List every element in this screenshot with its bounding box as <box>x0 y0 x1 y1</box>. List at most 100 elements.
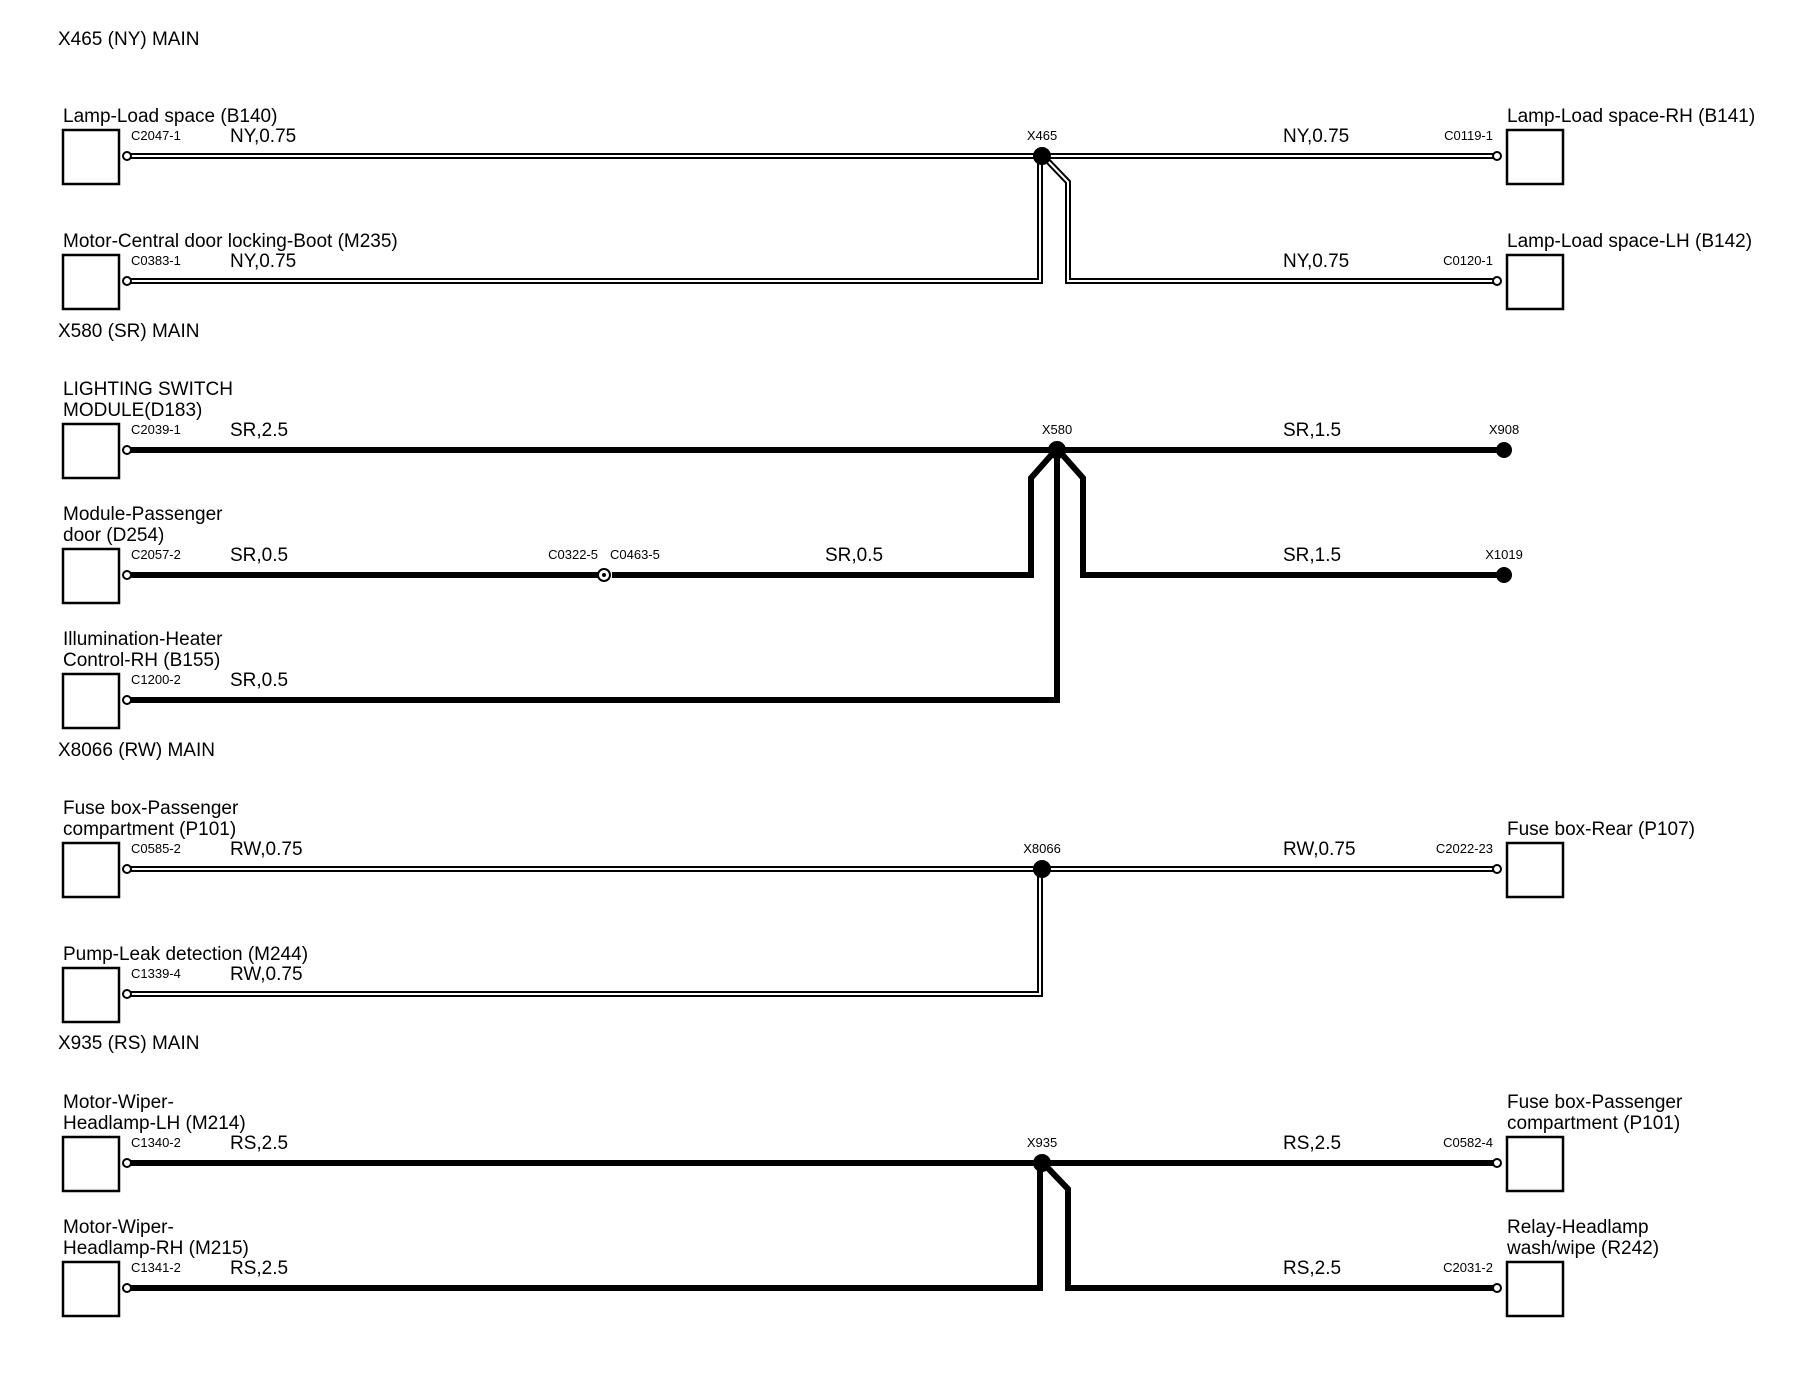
connector-pin <box>122 1158 132 1168</box>
pin-label: C0585-2 <box>131 841 181 856</box>
splice-end-dot <box>1496 442 1512 458</box>
pin-label: C0582-4 <box>1443 1135 1493 1150</box>
pin-label: C1339-4 <box>131 966 181 981</box>
connector-pin <box>122 276 132 286</box>
component-name: Headlamp-LH (M214) <box>63 1113 246 1134</box>
wire-label: NY,0.75 <box>230 126 296 147</box>
component-name: Motor-Wiper- <box>63 1217 174 1238</box>
inline-wire-label: SR,0.5 <box>825 545 883 566</box>
splice-label: X465 <box>1027 128 1057 143</box>
component-box <box>1505 128 1565 186</box>
wire-core <box>1044 157 1497 282</box>
wire <box>127 450 1060 703</box>
wire-label: RW,0.75 <box>230 839 303 860</box>
component-name: Relay-Headlamp <box>1507 1217 1649 1238</box>
component-name: door (D254) <box>63 525 164 546</box>
component-box <box>1505 253 1565 311</box>
connector-pin <box>122 989 132 999</box>
wire-label: NY,0.75 <box>230 251 296 272</box>
connector-pin <box>122 445 132 455</box>
component-box <box>61 422 121 480</box>
component-box <box>61 672 121 730</box>
component-box <box>1505 841 1565 899</box>
component-name: compartment (P101) <box>63 819 236 840</box>
component-name: Motor-Wiper- <box>63 1092 174 1113</box>
wire-label: RW,0.75 <box>230 964 303 985</box>
splice-junction <box>1033 1154 1051 1172</box>
splice-end-label: X1019 <box>1485 547 1523 562</box>
wire-core <box>127 156 1041 282</box>
wire-label: NY,0.75 <box>1283 251 1349 272</box>
component-box <box>1505 1260 1565 1318</box>
wire-label: RS,2.5 <box>230 1133 288 1154</box>
pin-label: C2039-1 <box>131 422 181 437</box>
component-name: Module-Passenger <box>63 504 223 525</box>
component-name: Illumination-Heater <box>63 629 223 650</box>
pin-label: C1341-2 <box>131 1260 181 1275</box>
component-name: Lamp-Load space (B140) <box>63 106 277 127</box>
pin-label: C2031-2 <box>1443 1260 1493 1275</box>
component-name: wash/wipe (R242) <box>1506 1238 1659 1259</box>
component-name: Fuse box-Rear (P107) <box>1507 819 1695 840</box>
wire-label: SR,0.5 <box>230 545 288 566</box>
component-box <box>1505 1135 1565 1193</box>
splice-end-label: X908 <box>1489 422 1519 437</box>
pin-label: C2022-23 <box>1436 841 1493 856</box>
component-box <box>61 128 121 186</box>
connector-pin <box>122 1283 132 1293</box>
pin-label: C1340-2 <box>131 1135 181 1150</box>
wire-label: RS,2.5 <box>230 1258 288 1279</box>
wire-label: SR,0.5 <box>230 670 288 691</box>
wire <box>127 1163 1043 1291</box>
wire-label: SR,1.5 <box>1283 420 1341 441</box>
component-box <box>61 1135 121 1193</box>
wire-label: SR,1.5 <box>1283 545 1341 566</box>
splice-junction <box>1033 860 1051 878</box>
connector-pin <box>1492 151 1502 161</box>
connector-pin <box>122 570 132 580</box>
component-box <box>61 1260 121 1318</box>
splice-label: X580 <box>1042 422 1072 437</box>
component-name: Lamp-Load space-RH (B141) <box>1507 106 1755 127</box>
component-box <box>61 966 121 1024</box>
wire-label: NY,0.75 <box>1283 126 1349 147</box>
component-name: Pump-Leak detection (M244) <box>63 944 308 965</box>
section-title: X580 (SR) MAIN <box>58 321 199 342</box>
connector-pin <box>1492 1283 1502 1293</box>
wire <box>1042 1162 1497 1291</box>
component-name: Fuse box-Passenger <box>63 798 239 819</box>
splice-junction <box>1033 147 1051 165</box>
section-title: X8066 (RW) MAIN <box>58 740 215 761</box>
pin-label: C2057-2 <box>131 547 181 562</box>
wire-label: RS,2.5 <box>1283 1133 1341 1154</box>
component-name: Fuse box-Passenger <box>1507 1092 1683 1113</box>
pin-label: C0119-1 <box>1444 128 1493 143</box>
splice-section-x465: X465 (NY) MAIN Lamp-Load space (B140)C204… <box>58 29 1755 272</box>
splice-section-x8066: X8066 (RW) MAIN Fuse box-Passengercompart… <box>58 740 1695 985</box>
wire-label: SR,2.5 <box>230 420 288 441</box>
component-box <box>61 841 121 899</box>
inline-pin-left: C0322-5 <box>548 547 598 562</box>
component-name: Control-RH (B155) <box>63 650 220 671</box>
inline-pin-right: C0463-5 <box>610 547 660 562</box>
component-name: Headlamp-RH (M215) <box>63 1238 249 1259</box>
pin-label: C0383-1 <box>131 253 181 268</box>
pin-label: C1200-2 <box>131 672 181 687</box>
component-name: Motor-Central door locking-Boot (M235) <box>63 231 398 252</box>
component-name: MODULE(D183) <box>63 400 202 421</box>
wire <box>1057 450 1504 578</box>
splice-label: X8066 <box>1023 841 1061 856</box>
splice-label: X935 <box>1027 1135 1057 1150</box>
component-name: Lamp-Load space-LH (B142) <box>1507 231 1752 252</box>
components-layer: X465 (NY) MAIN Lamp-Load space (B140)C204… <box>58 29 1755 1318</box>
connector-pin <box>1492 276 1502 286</box>
pin-label: C0120-1 <box>1443 253 1493 268</box>
section-title: X935 (RS) MAIN <box>58 1033 199 1054</box>
pin-label: C2047-1 <box>131 128 181 143</box>
component-box <box>61 547 121 605</box>
section-title: X465 (NY) MAIN <box>58 29 199 50</box>
connector-pin <box>1492 864 1502 874</box>
